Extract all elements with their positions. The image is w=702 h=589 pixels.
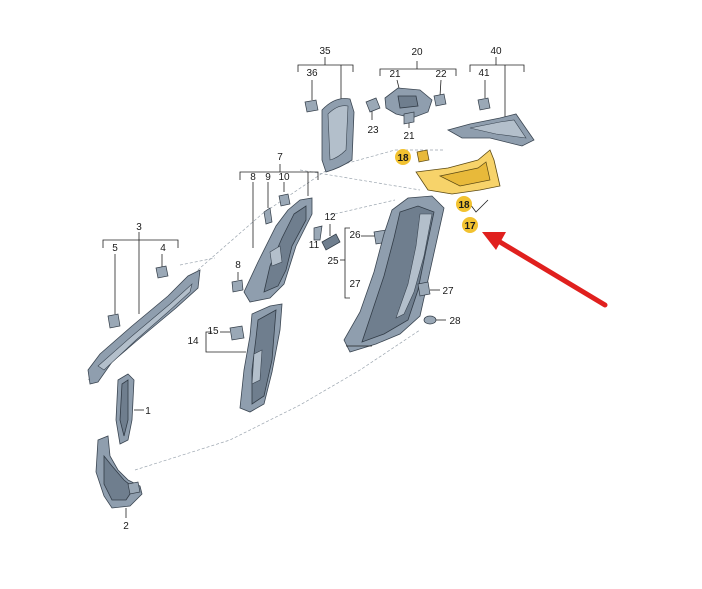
callout-35: 35 bbox=[319, 46, 331, 57]
part-group-14: 15 14 bbox=[187, 303, 283, 413]
grommet-28 bbox=[423, 315, 437, 325]
part-group-20: 20 21 22 23 21 bbox=[365, 47, 457, 142]
part-12 bbox=[321, 233, 341, 251]
clip-36 bbox=[304, 99, 319, 113]
clip-18 bbox=[416, 149, 430, 163]
callout-26: 26 bbox=[349, 230, 361, 241]
callout-17: 17 bbox=[464, 221, 476, 232]
part-group-1: 1 bbox=[115, 373, 151, 445]
clip-4 bbox=[155, 265, 169, 279]
callout-15: 15 bbox=[207, 326, 219, 337]
clip-11 bbox=[313, 225, 323, 241]
part-group-12: 12 11 bbox=[309, 212, 341, 251]
callout-18-bottom: 18 bbox=[458, 200, 470, 211]
callout-14: 14 bbox=[187, 336, 199, 347]
clip-23 bbox=[365, 97, 381, 113]
callout-4: 4 bbox=[160, 243, 166, 254]
callout-10: 10 bbox=[278, 172, 290, 183]
callout-9: 9 bbox=[265, 172, 271, 183]
clip-41 bbox=[477, 97, 491, 111]
callout-28: 28 bbox=[449, 316, 461, 327]
clip-21 bbox=[403, 111, 415, 125]
badge-18-bottom bbox=[456, 196, 472, 212]
part-group-25: 26 25 27 bbox=[327, 195, 445, 353]
part-group-7: 7 8 9 10 bbox=[239, 152, 319, 303]
callout-41: 41 bbox=[478, 68, 490, 79]
badge-17 bbox=[462, 217, 478, 233]
callout-11: 11 bbox=[309, 240, 320, 251]
part-group-40: 40 41 bbox=[446, 46, 535, 147]
clip-8 bbox=[231, 279, 244, 293]
part-group-27-28: 27 28 bbox=[417, 281, 461, 327]
callout-3: 3 bbox=[136, 222, 142, 233]
part-group-3: 3 5 4 bbox=[87, 222, 201, 385]
callout-25: 25 bbox=[327, 256, 339, 267]
callout-23: 23 bbox=[367, 125, 379, 136]
callout-21-bottom: 21 bbox=[403, 131, 415, 142]
callout-1: 1 bbox=[145, 406, 151, 417]
clip-27 bbox=[417, 281, 431, 297]
callout-21-top: 21 bbox=[389, 69, 401, 80]
callout-8-bottom: 8 bbox=[235, 260, 241, 271]
callout-40: 40 bbox=[490, 46, 502, 57]
clip-9 bbox=[263, 207, 273, 225]
callout-2: 2 bbox=[123, 521, 129, 532]
part-group-8: 8 bbox=[231, 260, 244, 293]
clip-15 bbox=[229, 325, 245, 341]
clip-22 bbox=[433, 93, 447, 107]
clip-10 bbox=[278, 193, 291, 207]
clip-5 bbox=[107, 313, 121, 329]
callout-5: 5 bbox=[112, 243, 118, 254]
callout-22: 22 bbox=[435, 69, 447, 80]
callout-27-left: 27 bbox=[349, 279, 361, 290]
callout-18-top: 18 bbox=[397, 153, 409, 164]
red-arrow bbox=[482, 232, 608, 308]
callout-36: 36 bbox=[306, 68, 318, 79]
badge-18-top bbox=[395, 149, 411, 165]
callout-8-top: 8 bbox=[250, 172, 256, 183]
callout-20: 20 bbox=[411, 47, 423, 58]
part-group-2: 2 bbox=[95, 435, 143, 532]
callout-12: 12 bbox=[324, 212, 336, 223]
part-group-17-highlight: 18 18 17 bbox=[395, 149, 501, 233]
callout-7: 7 bbox=[277, 152, 283, 163]
callout-27-right: 27 bbox=[442, 286, 454, 297]
part-group-35: 35 36 bbox=[297, 46, 355, 173]
